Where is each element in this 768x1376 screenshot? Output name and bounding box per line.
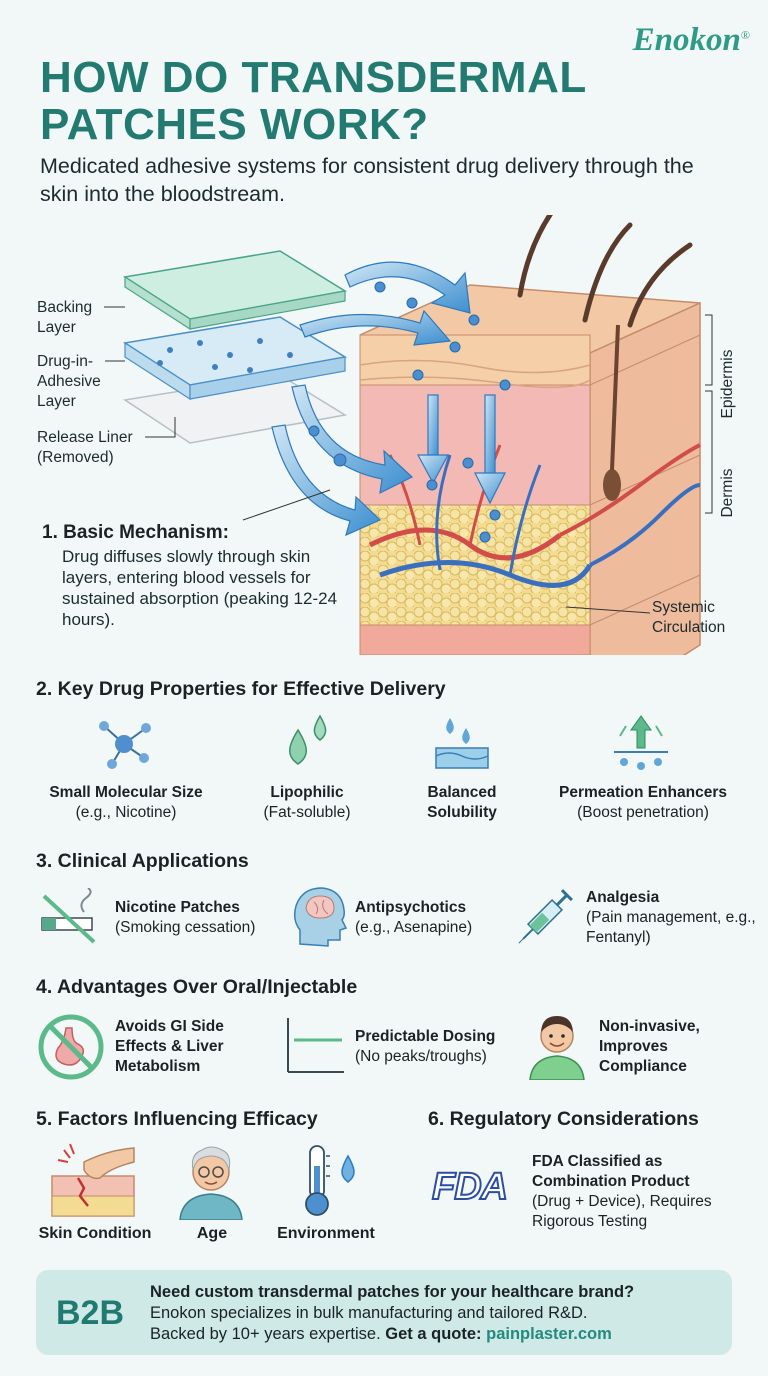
- property-balanced-solubility: Balanced Solubility: [392, 783, 532, 823]
- advantage-title: Predictable Dosing: [355, 1028, 496, 1045]
- regulatory-note: (Drug + Device), Requires Rigorous Testi…: [532, 1193, 712, 1230]
- enhancer-icon: [614, 715, 668, 770]
- mechanism-block: 1. Basic Mechanism: Drug diffuses slowly…: [42, 522, 352, 630]
- patch-layers: [122, 250, 348, 444]
- section-properties-heading: 2. Key Drug Properties for Effective Del…: [36, 678, 446, 700]
- droplets-icon: [289, 714, 327, 765]
- regulatory-text: FDA Classified as Combination Product (D…: [532, 1152, 742, 1232]
- thermometer-icon: [305, 1145, 355, 1216]
- application-analgesia: Analgesia (Pain management, e.g., Fentan…: [586, 888, 756, 948]
- property-note: (e.g., Nicotine): [75, 804, 177, 821]
- property-note: (Fat-soluble): [263, 804, 351, 821]
- advantage-title: Non-invasive, Improves Compliance: [599, 1018, 700, 1075]
- factor-environment: Environment: [277, 1225, 375, 1242]
- damaged-skin-icon: [51, 1143, 135, 1217]
- section-applications-heading: 3. Clinical Applications: [36, 850, 249, 872]
- b2b-cta: Get a quote:: [385, 1325, 482, 1343]
- fda-logo: FDA: [431, 1166, 509, 1208]
- section-advantages-heading: 4. Advantages Over Oral/Injectable: [36, 976, 358, 998]
- mechanism-heading: 1. Basic Mechanism:: [42, 522, 229, 543]
- label-backing-layer: Backing Layer: [37, 299, 93, 336]
- page-subtitle: Medicated adhesive systems for consisten…: [40, 154, 694, 206]
- application-title: Nicotine Patches: [115, 899, 240, 916]
- advantage-non-invasive: Non-invasive, Improves Compliance: [599, 1017, 749, 1077]
- brand-logo: Enokon®: [632, 22, 750, 58]
- regulatory-title: FDA Classified as Combination Product: [532, 1153, 690, 1190]
- b2b-line-1: Need custom transdermal patches for your…: [150, 1283, 635, 1301]
- application-nicotine-patches: Nicotine Patches (Smoking cessation): [115, 898, 285, 938]
- syringe-icon: [518, 889, 573, 944]
- head-brain-icon: [293, 887, 348, 947]
- advantage-title: Avoids GI Side Effects & Liver Metabolis…: [115, 1018, 224, 1075]
- smiling-person-icon: [529, 1016, 585, 1080]
- no-smoking-icon: [41, 888, 96, 944]
- diffusion-arrows: [271, 261, 506, 537]
- b2b-website-link[interactable]: painplaster.com: [486, 1325, 612, 1343]
- molecule-icon: [99, 721, 151, 769]
- application-title: Antipsychotics: [355, 899, 467, 916]
- page-title: HOW DO TRANSDERMAL PATCHES WORK?: [40, 53, 586, 149]
- flat-line-graph-icon: [287, 1018, 344, 1073]
- property-title: Permeation Enhancers: [559, 784, 727, 801]
- application-antipsychotics: Antipsychotics (e.g., Asenapine): [355, 898, 515, 938]
- b2b-line-3: Backed by 10+ years expertise. Get a quo…: [150, 1324, 720, 1345]
- label-drug-adhesive-layer: Drug-in-Adhesive Layer: [37, 353, 101, 410]
- property-note: (Boost penetration): [577, 804, 709, 821]
- factor-age: Age: [196, 1225, 228, 1242]
- property-title: Lipophilic: [270, 784, 344, 801]
- advantage-note: (No peaks/troughs): [355, 1048, 487, 1065]
- label-systemic-circulation: Systemic Circulation: [652, 599, 726, 636]
- b2b-expertise: Backed by 10+ years expertise.: [150, 1325, 381, 1343]
- advantage-avoids-gi: Avoids GI Side Effects & Liver Metabolis…: [115, 1017, 255, 1077]
- section-factors-heading: 5. Factors Influencing Efficacy: [36, 1108, 318, 1130]
- property-small-molecular-size: Small Molecular Size (e.g., Nicotine): [36, 783, 216, 823]
- skin-diagram: [104, 215, 713, 655]
- label-release-liner: Release Liner (Removed): [37, 429, 133, 466]
- section-regulatory-heading: 6. Regulatory Considerations: [428, 1108, 699, 1130]
- property-title: Small Molecular Size: [49, 784, 203, 801]
- b2b-tag: B2B: [56, 1294, 125, 1332]
- property-lipophilic: Lipophilic (Fat-soluble): [232, 783, 382, 823]
- skin-block: [359, 215, 701, 655]
- elderly-person-icon: [179, 1146, 243, 1220]
- factor-skin-condition: Skin Condition: [38, 1225, 152, 1242]
- application-note: (Smoking cessation): [115, 919, 256, 936]
- solubility-icon: [435, 718, 489, 769]
- application-title: Analgesia: [586, 889, 660, 906]
- application-note: (e.g., Asenapine): [355, 919, 473, 936]
- no-stomach-icon: [38, 1014, 104, 1080]
- advantage-predictable-dosing: Predictable Dosing (No peaks/troughs): [355, 1027, 525, 1067]
- application-note: (Pain management, e.g., Fentanyl): [586, 909, 756, 946]
- property-permeation-enhancers: Permeation Enhancers (Boost penetration): [548, 783, 738, 823]
- property-title: Balanced Solubility: [427, 784, 497, 821]
- mechanism-text: Drug diffuses slowly through skin layers…: [62, 547, 338, 629]
- b2b-banner: [36, 1270, 732, 1355]
- b2b-line-2: Enokon specializes in bulk manufacturing…: [150, 1304, 588, 1322]
